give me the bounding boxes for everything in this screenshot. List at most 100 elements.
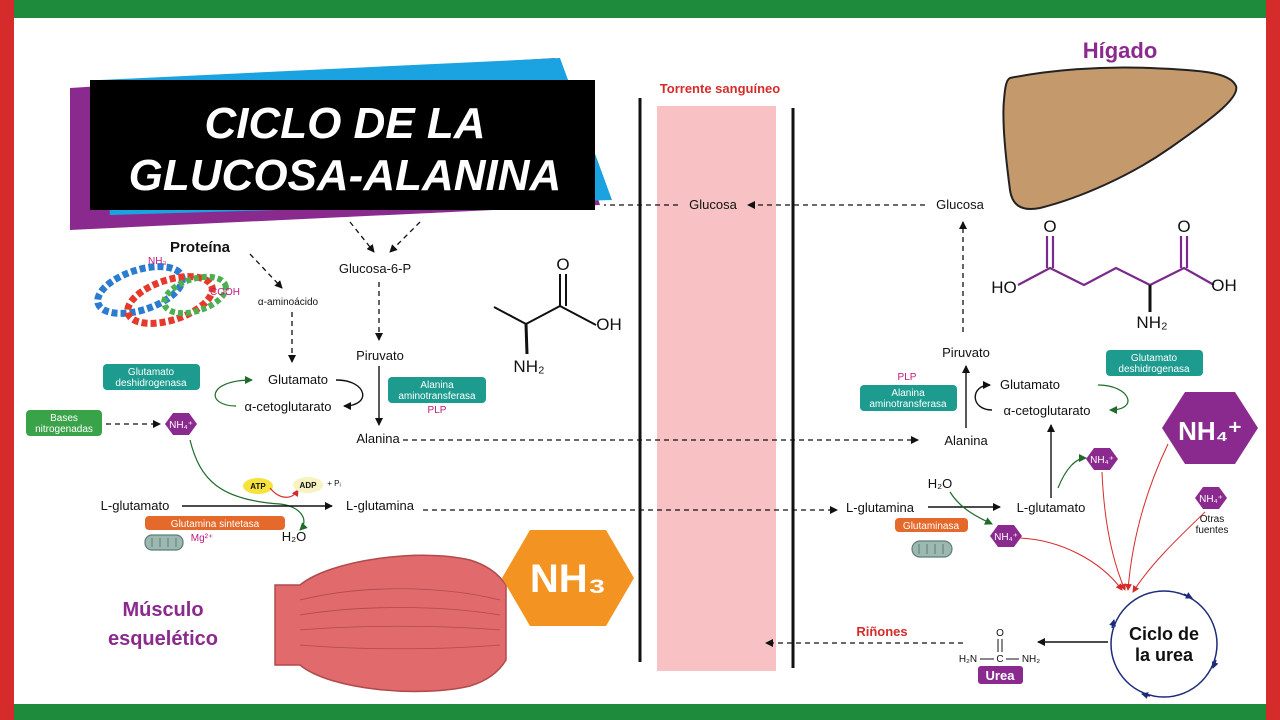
glutamate-oh: OH: [1211, 276, 1237, 295]
atp-adp-arc: [269, 487, 299, 498]
red-arrow-d: [1132, 511, 1206, 593]
pyruvate-label: Piruvato: [356, 348, 404, 363]
liver-nh4-badge-glutamine: NH₄⁺: [990, 525, 1022, 547]
nh3-big-text: NH₃: [530, 557, 606, 601]
gdh-arc: [214, 376, 253, 407]
liver-glutamate-nh4-arc: [1057, 454, 1087, 489]
arrow-g6p-a: [349, 221, 375, 253]
blood-label: Torrente sanguíneo: [660, 81, 780, 96]
urea-cycle: Ciclo de la urea: [1109, 590, 1219, 699]
urea-molecule: O H₂N C NH₂ Urea: [959, 628, 1040, 684]
liver-enzyme-gdh-line1: Glutamato: [1131, 353, 1178, 364]
liver-nh4-small-c: NH₄⁺: [1199, 494, 1223, 505]
liver-nh4-small-a: NH₄⁺: [994, 532, 1018, 543]
liver-gdh-arc: [1097, 384, 1129, 414]
glutamate-ho: HO: [991, 278, 1017, 297]
liver-l-glutamate-label: L-glutamato: [1017, 500, 1086, 515]
alpha-aa-label: α-aminoácido: [258, 297, 319, 308]
enzyme-gs-text: Glutamina sintetasa: [171, 519, 260, 530]
frame-left: [0, 0, 14, 720]
glutamate-nh2: NH₂: [1136, 313, 1167, 332]
urea-cycle-line1: Ciclo de: [1129, 624, 1199, 644]
liver-h2o-label: H₂O: [928, 476, 953, 491]
title-line1: CICLO DE LA: [204, 99, 485, 148]
protein-nh3: NH₃: [148, 256, 167, 267]
bases-line2: nitrogenadas: [35, 424, 93, 435]
transamination-arc: [335, 379, 364, 410]
liver-nh4-big-text: NH₄⁺: [1178, 416, 1242, 446]
urea-label: Urea: [986, 668, 1016, 683]
liver-pyruvate-label: Piruvato: [942, 345, 990, 360]
protein-coil-icon: NH₃ COOH: [94, 256, 240, 327]
enzyme-gdh-tag: Glutamato deshidrogenasa: [103, 364, 200, 390]
protein-cooh: COOH: [210, 287, 240, 298]
enzyme-alt-tag: Alanina aminotransferasa PLP: [388, 377, 486, 416]
urea-cycle-line2: la urea: [1135, 645, 1194, 665]
liver-akg-label: α-cetoglutarato: [1003, 403, 1090, 418]
other-sources-line1: Otras: [1200, 514, 1224, 525]
adp-badge: ADP: [293, 477, 323, 493]
liver-nh4-big-hexagon: NH₄⁺: [1162, 392, 1258, 464]
red-arrow-b: [1101, 471, 1126, 591]
blood-stream: Torrente sanguíneo: [638, 81, 795, 671]
arrow-protein-aa: [249, 253, 283, 289]
other-sources-nh4-badge: NH₄⁺ Otras fuentes: [1195, 487, 1228, 536]
urea-c: C: [996, 654, 1003, 665]
title-line2: GLUCOSA-ALANINA: [129, 151, 562, 200]
urea-o: O: [996, 628, 1004, 639]
muscle-label-line2: esquelético: [108, 628, 218, 650]
glutamate-o2: O: [1177, 217, 1190, 236]
liver-transamination-arc: [974, 381, 993, 411]
red-arrow-c: [1124, 443, 1169, 591]
akg-label: α-cetoglutarato: [244, 399, 331, 414]
g6p-label: Glucosa-6-P: [339, 261, 411, 276]
frame-bottom: [0, 704, 1280, 720]
glutamate-o1: O: [1043, 217, 1056, 236]
protein-label: Proteína: [170, 239, 231, 256]
nh3-hexagon: NH₃: [502, 530, 634, 626]
glutamate-label: Glutamato: [268, 372, 328, 387]
enzyme-gdh-line2: deshidrogenasa: [115, 378, 187, 389]
l-glutamine-label: L-glutamina: [346, 498, 415, 513]
pi-text: + Pᵢ: [327, 479, 341, 488]
blood-glucose-label: Glucosa: [689, 197, 737, 212]
frame-right: [1266, 0, 1280, 720]
enzyme-alt-line2: aminotransferasa: [398, 391, 476, 402]
mitochondrion-muscle-icon: [144, 534, 184, 551]
liver-enzyme-gdh-line2: deshidrogenasa: [1118, 364, 1190, 375]
liver-nh4-small-b: NH₄⁺: [1090, 455, 1114, 466]
urea-h2n: H₂N: [959, 654, 977, 665]
liver-glutamate-label: Glutamato: [1000, 377, 1060, 392]
liver-nh4-badge-gdh: NH₄⁺: [1086, 448, 1118, 470]
liver-l-glutamine-label: L-glutamina: [846, 500, 915, 515]
atp-badge: ATP: [243, 478, 273, 494]
liver-organ: Hígado: [1002, 38, 1238, 210]
liver-enzyme-alt-line1: Alanina: [891, 388, 925, 399]
nh4-to-glutamine-arc: [189, 439, 308, 531]
muscle-h2o-label: H₂O: [282, 529, 307, 544]
l-glutamate-label: L-glutamato: [101, 498, 170, 513]
kidneys-label: Riñones: [856, 624, 907, 639]
bases-line1: Bases: [50, 413, 78, 424]
enzyme-gs-tag: Glutamina sintetasa: [145, 516, 285, 530]
liver-enzyme-gdh-tag: Glutamato deshidrogenasa: [1106, 350, 1203, 376]
bases-tag: Bases nitrogenadas: [26, 410, 102, 436]
liver-enzyme-alt-tag: PLP Alanina aminotransferasa: [860, 372, 957, 411]
muscle-nh4-text: NH₄⁺: [169, 420, 193, 431]
atp-text: ATP: [250, 482, 266, 491]
liver-plp: PLP: [898, 372, 917, 383]
liver-enzyme-glutaminase-tag: Glutaminasa: [895, 518, 968, 532]
muscle-nh4-badge: NH₄⁺: [165, 413, 197, 435]
title-banner: CICLO DE LA GLUCOSA-ALANINA: [70, 58, 612, 230]
red-arrow-a: [1019, 537, 1123, 591]
muscle-plp: PLP: [428, 405, 447, 416]
enzyme-alt-line1: Alanina: [420, 380, 454, 391]
alanine-o: O: [556, 255, 569, 274]
enzyme-gdh-line1: Glutamato: [128, 367, 175, 378]
mg-label: Mg²⁺: [191, 533, 214, 544]
alanine-nh2: NH₂: [513, 357, 544, 376]
urea-nh2: NH₂: [1022, 654, 1040, 665]
muscle-organ: Músculo esquelético: [108, 554, 507, 693]
